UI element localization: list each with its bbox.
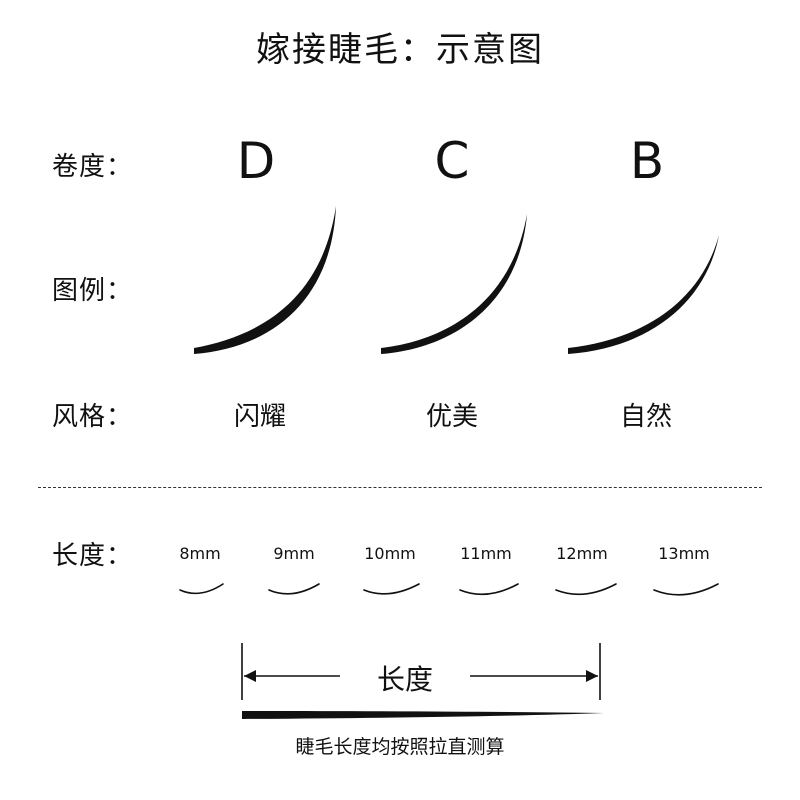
lash-length-13 — [653, 583, 719, 596]
measure-label: 长度 — [340, 658, 470, 698]
lash-curl-c — [381, 214, 527, 354]
measure-arrowhead-left — [244, 670, 256, 682]
style-text-c: 优美 — [425, 402, 478, 432]
measure-note: 睫毛长度均按照拉直测算 — [295, 736, 505, 758]
example-row-label: 图例： — [52, 276, 134, 306]
style-text-d: 闪耀 — [233, 402, 286, 432]
length-label-12: 12mm — [556, 544, 608, 563]
lash-length-10 — [363, 583, 420, 595]
lash-curl-b — [568, 235, 719, 354]
lash-length-8 — [179, 583, 224, 595]
length-label-13: 13mm — [658, 544, 710, 563]
curl-letter-c: C — [434, 132, 470, 190]
length-row-label: 长度： — [52, 541, 134, 571]
lash-length-12 — [555, 583, 617, 596]
lash-curl-d — [194, 206, 336, 354]
style-text-b: 自然 — [619, 402, 672, 432]
lash-length-9 — [268, 583, 320, 595]
lash-length-11 — [459, 583, 519, 596]
curl-letter-d: D — [236, 132, 276, 190]
length-label-9: 9mm — [273, 544, 315, 563]
length-label-10: 10mm — [364, 544, 416, 563]
style-row-label: 风格： — [52, 402, 134, 432]
measure-arrowhead-right — [586, 670, 598, 682]
page-title: 嫁接睫毛：示意图 — [256, 30, 544, 70]
curl-letter-b: B — [629, 132, 665, 190]
length-label-8: 8mm — [179, 544, 221, 563]
straightened-lash — [242, 711, 604, 719]
curl-row-label: 卷度： — [52, 152, 134, 182]
length-label-11: 11mm — [460, 544, 512, 563]
dashed-divider — [38, 487, 762, 488]
